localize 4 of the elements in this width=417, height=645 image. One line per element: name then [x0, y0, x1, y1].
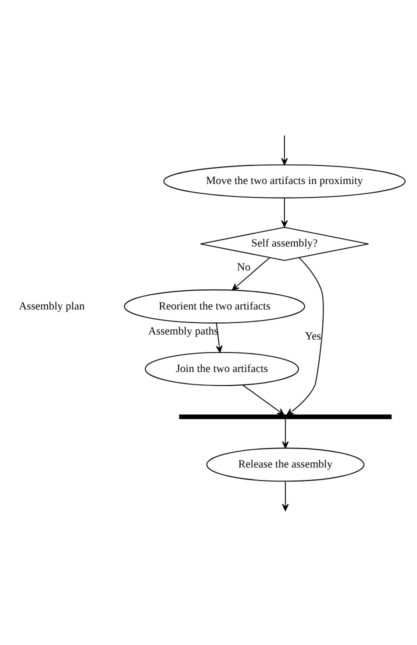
label: Assembly plan — [18, 300, 85, 312]
edge-label: Assembly paths — [148, 325, 218, 338]
edge-label: No — [236, 261, 250, 274]
edge-label: Yes — [304, 330, 321, 342]
